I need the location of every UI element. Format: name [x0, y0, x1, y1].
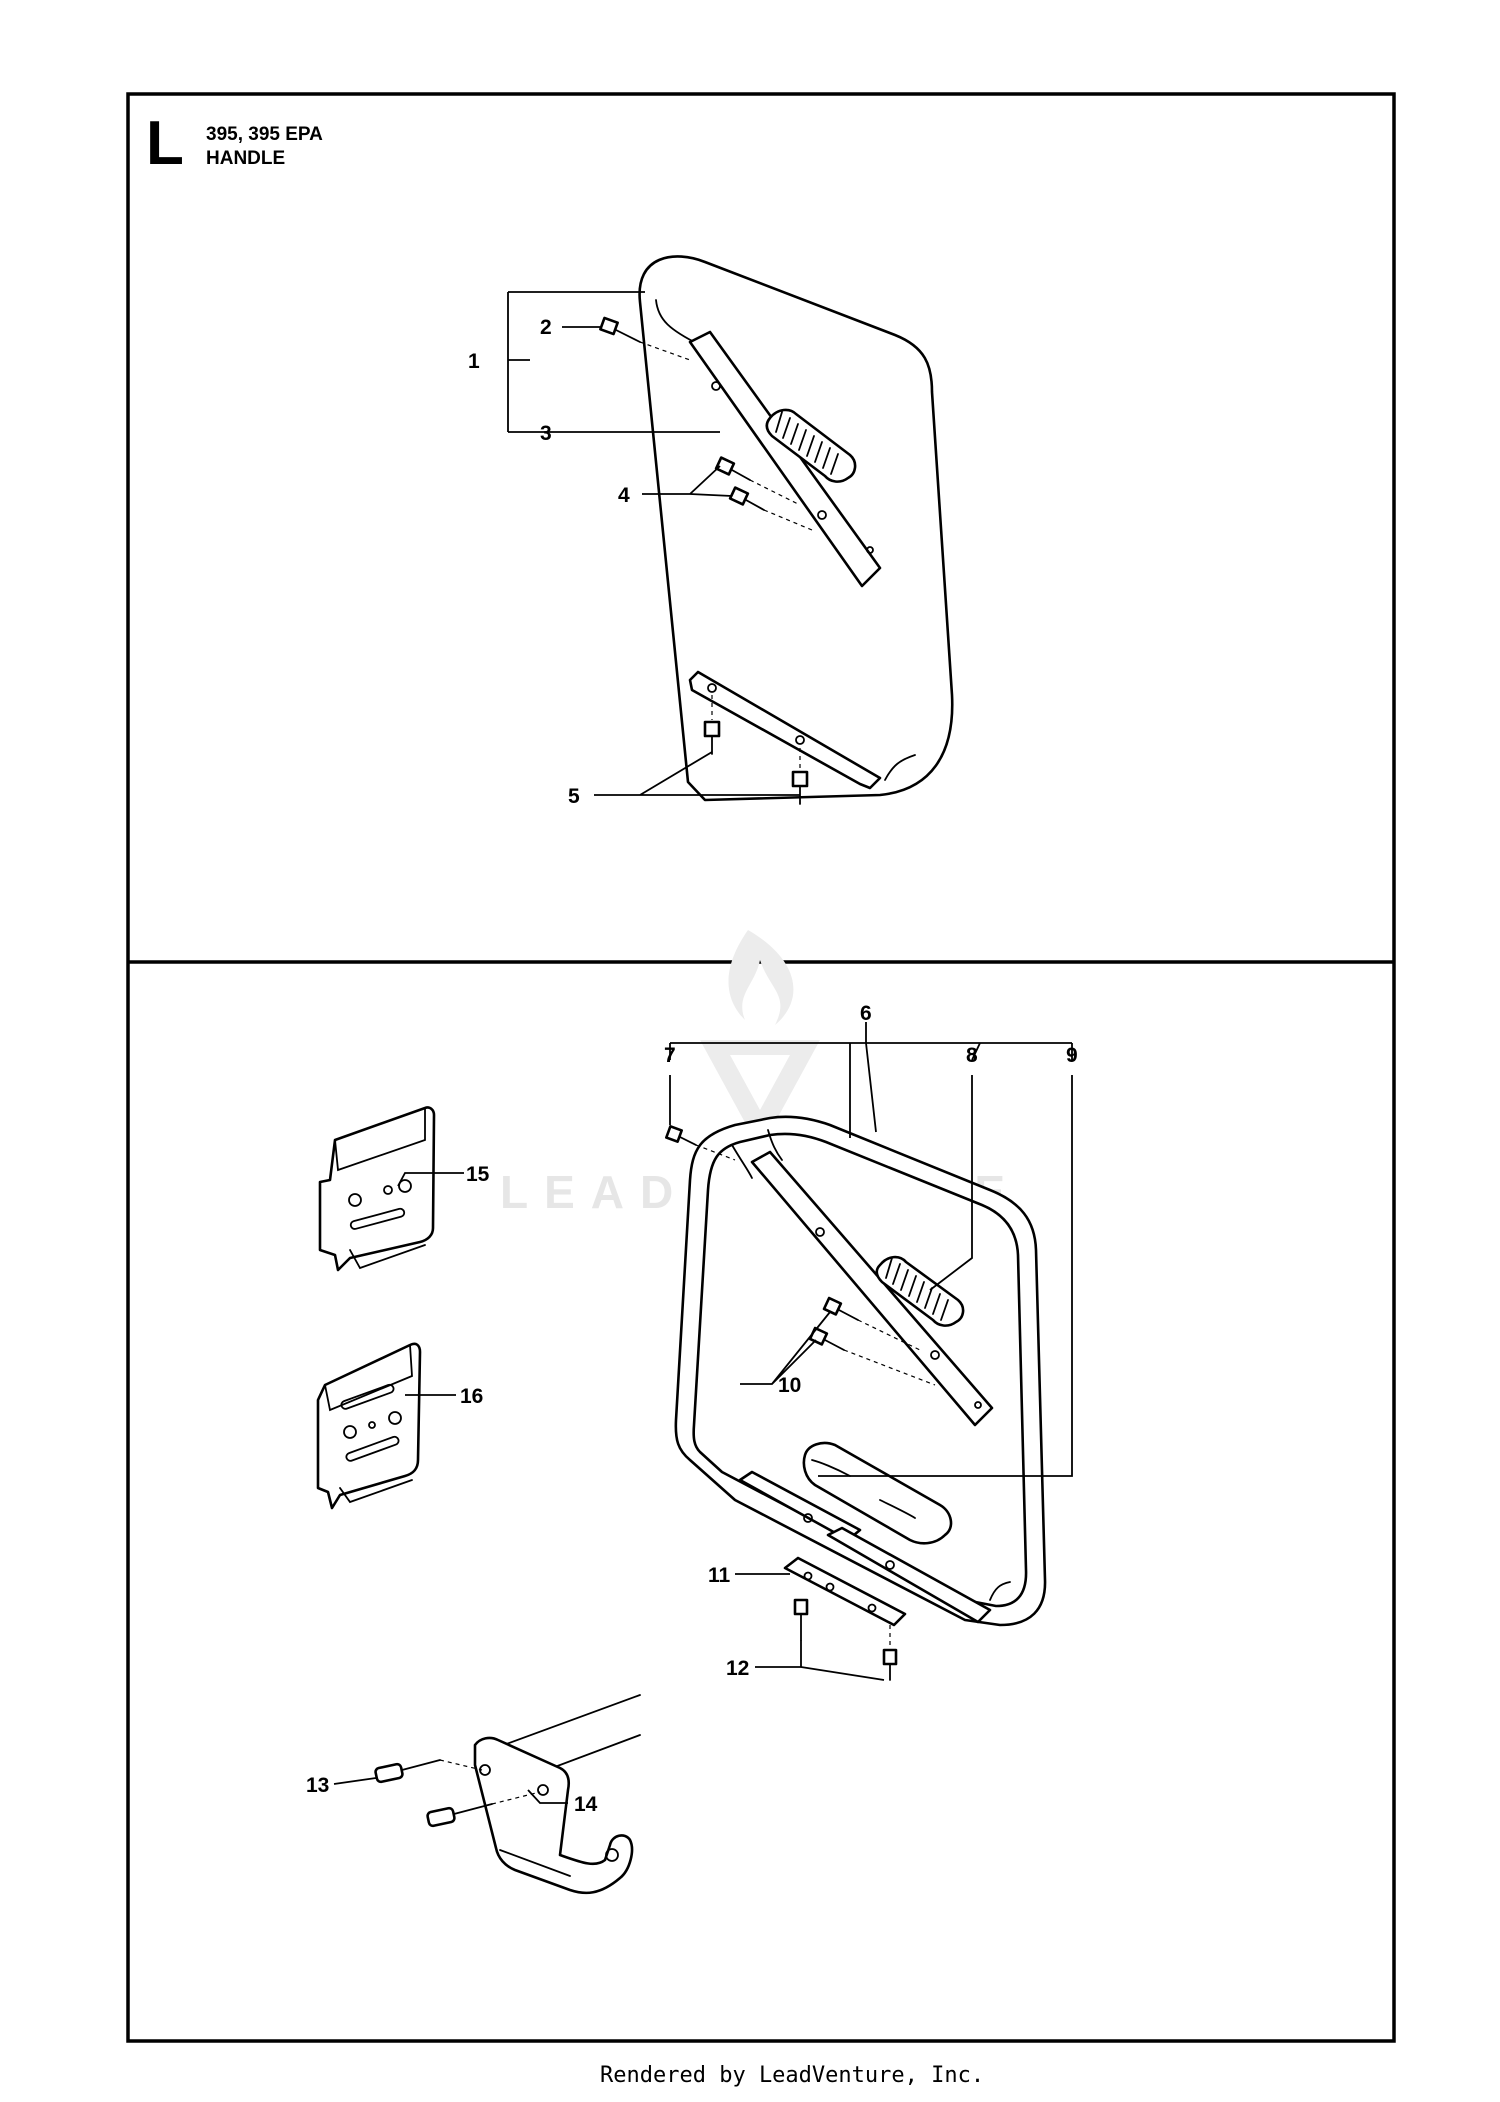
screw-2	[599, 316, 691, 361]
callout-4: 4	[618, 484, 630, 507]
leader-15	[397, 1172, 464, 1187]
callout-8: 8	[966, 1044, 978, 1067]
diagram-title: HANDLE	[206, 148, 285, 169]
guide-plate-16	[316, 1342, 422, 1510]
screw-5-a	[703, 695, 721, 755]
callout-13: 13	[306, 1774, 329, 1797]
footer-credit: Rendered by LeadVenture, Inc.	[600, 2063, 984, 2088]
callout-10: 10	[778, 1374, 801, 1397]
leader-4	[642, 465, 733, 497]
front-handle-assembly-bottom	[665, 1115, 1047, 1627]
leader-9	[818, 1075, 1073, 1477]
callout-5: 5	[568, 785, 580, 808]
screw-13-a	[374, 1759, 483, 1784]
leader-12	[755, 1640, 885, 1681]
callout-6: 6	[860, 1002, 872, 1025]
screw-4-a	[714, 456, 801, 506]
callout-16: 16	[460, 1385, 483, 1408]
model-label: 395, 395 EPA	[206, 124, 323, 145]
leader-1	[507, 291, 720, 433]
leader-5	[594, 751, 800, 796]
bracket-14	[473, 1694, 641, 1895]
screw-4-b	[728, 486, 813, 531]
callout-3: 3	[540, 422, 552, 445]
screw-13-b	[426, 1791, 541, 1828]
guide-plate-15	[318, 1106, 436, 1272]
leader-10	[740, 1311, 831, 1385]
leader-14	[527, 1789, 568, 1804]
watermark-logo	[700, 930, 820, 1150]
diagram-frame	[126, 92, 1396, 2043]
screw-12-b	[882, 1625, 898, 1681]
callout-15: 15	[466, 1163, 490, 1186]
callout-12: 12	[726, 1657, 749, 1680]
section-letter: L	[146, 109, 184, 178]
callout-9: 9	[1066, 1044, 1078, 1067]
leader-6	[669, 1022, 1073, 1138]
callout-1: 1	[468, 350, 480, 373]
callout-7: 7	[664, 1044, 676, 1067]
leader-8	[929, 1075, 973, 1291]
screw-12-a	[793, 1598, 809, 1641]
clamp-plate-11	[783, 1556, 907, 1627]
callout-14: 14	[574, 1793, 598, 1816]
leader-13	[333, 1777, 377, 1785]
screw-10-a	[822, 1296, 921, 1351]
front-handle-assembly-top	[599, 255, 954, 805]
screw-7	[665, 1125, 736, 1161]
screw-5-b	[791, 748, 809, 805]
callout-2: 2	[540, 316, 552, 339]
callout-11: 11	[708, 1564, 731, 1587]
